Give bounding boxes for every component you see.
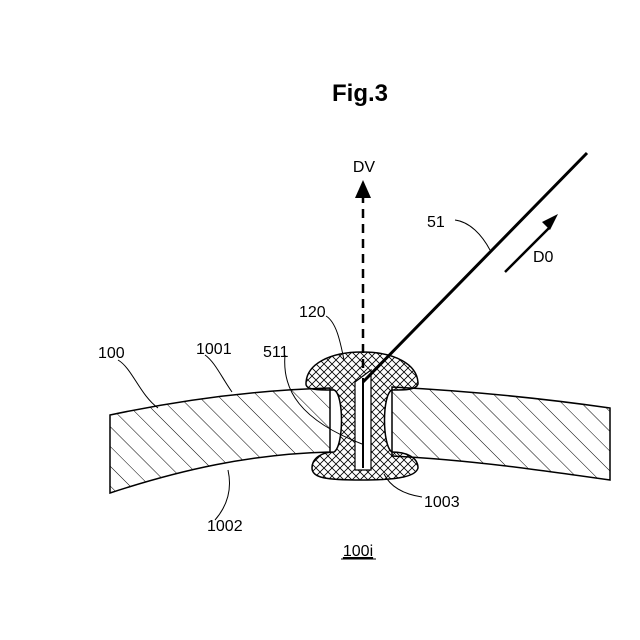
dv-arrow-head [355, 180, 371, 198]
label-d0: D0 [533, 249, 554, 266]
leader-100 [118, 360, 158, 408]
panel-section-right [392, 387, 610, 480]
label-120: 120 [299, 304, 326, 321]
probe-rod [363, 153, 587, 382]
label-1002: 1002 [207, 518, 243, 535]
label-511: 511 [263, 344, 289, 361]
leader-1002 [215, 470, 229, 520]
d0-arrow-head [542, 214, 558, 230]
label-1001: 1001 [196, 341, 232, 358]
leader-51 [455, 220, 490, 250]
panel-section-left [110, 388, 330, 493]
label-dv: DV [353, 159, 376, 176]
label-100: 100 [98, 345, 125, 362]
label-51: 51 [427, 214, 445, 231]
leader-1001 [205, 355, 232, 392]
label-1003: 1003 [424, 494, 460, 511]
figure-title: Fig.3 [332, 80, 388, 107]
figure-caption: 100i [343, 543, 373, 560]
